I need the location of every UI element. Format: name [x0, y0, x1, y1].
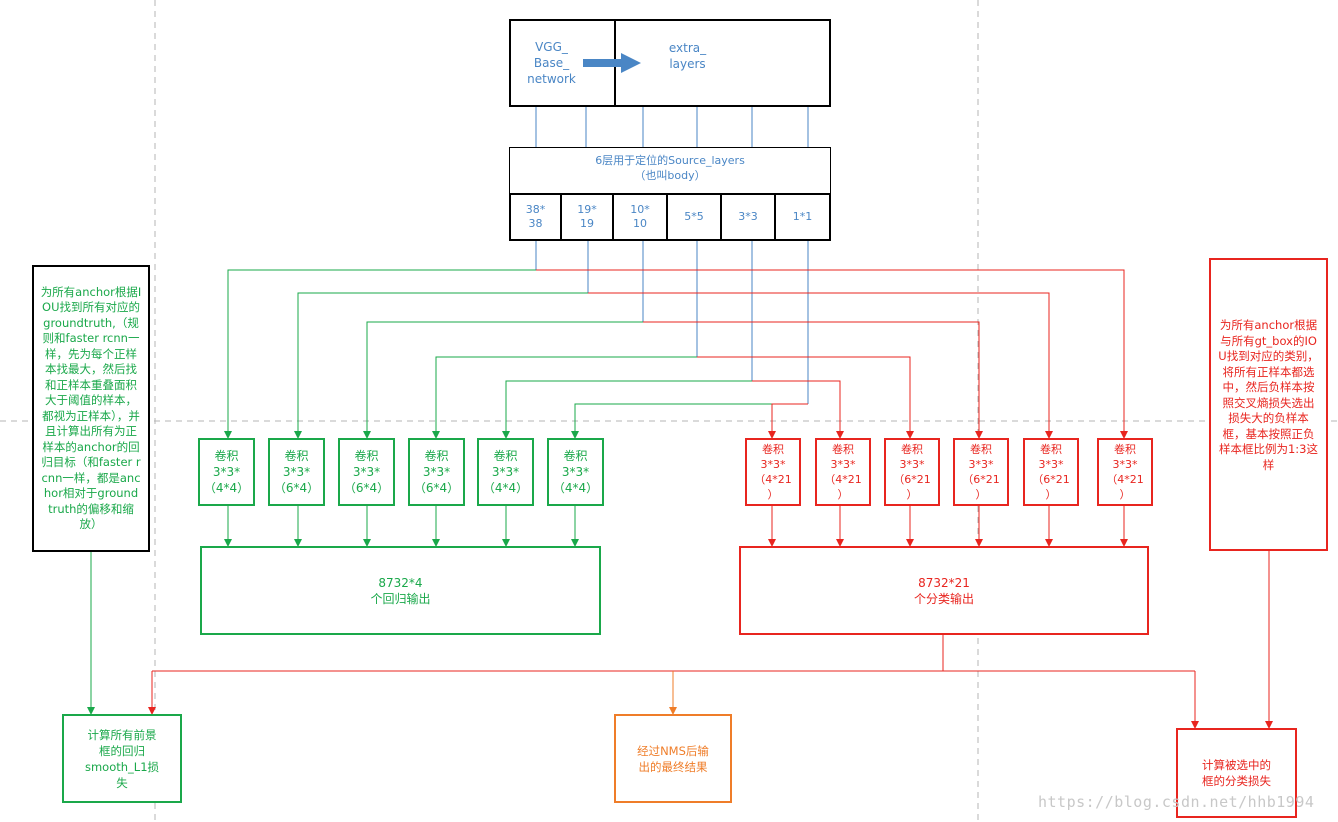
cls-output-bus — [152, 635, 1195, 672]
extra-layers-box: extra_ layers — [614, 19, 831, 107]
classification-loss-box: 计算被选中的 框的分类损失 — [1176, 728, 1297, 818]
cls-conv-box: 卷积 3*3* （4*21 ） — [1097, 438, 1153, 506]
source-layers-title: 6层用于定位的Source_layers （也叫body） — [595, 154, 745, 182]
source-cell: 5*5 — [666, 193, 722, 241]
reg-conv-box: 卷积 3*3* （6*4） — [268, 438, 325, 506]
cls-conv-box: 卷积 3*3* （6*21 ） — [884, 438, 940, 506]
anchor-gt-match-text: 为所有anchor根据IOU找到所有对应的groundtruth,（规则和fas… — [40, 284, 142, 532]
red-conv-arrows — [768, 506, 1128, 547]
anchor-class-match-note: 为所有anchor根据与所有gt_box的IOU找到对应的类别，将所有正样本都选… — [1209, 258, 1328, 551]
cls-conv-box: 卷积 3*3* （4*21 ） — [745, 438, 801, 506]
source-cell: 3*3 — [720, 193, 776, 241]
cls-conv-box: 卷积 3*3* （6*21 ） — [953, 438, 1009, 506]
source-cell: 10* 10 — [612, 193, 668, 241]
green-branches — [224, 269, 808, 439]
classification-output-box: 8732*21 个分类输出 — [739, 546, 1149, 635]
reg-conv-box: 卷积 3*3* （6*4） — [408, 438, 465, 506]
reg-conv-box: 卷积 3*3* （4*4） — [198, 438, 255, 506]
watermark: https://blog.csdn.net/hhb1994 — [1038, 793, 1315, 811]
regression-loss-box: 计算所有前景 框的回归 smooth_L1损 失 — [62, 714, 182, 803]
anchor-class-match-text: 为所有anchor根据与所有gt_box的IOU找到对应的类别，将所有正样本都选… — [1218, 318, 1319, 472]
regression-output-box: 8732*4 个回归输出 — [200, 546, 601, 635]
extra-layers-label: extra_ layers — [668, 41, 707, 71]
right-arrow-icon — [583, 53, 641, 73]
anchor-gt-match-note: 为所有anchor根据IOU找到所有对应的groundtruth,（规则和fas… — [32, 265, 150, 552]
green-conv-arrows — [224, 506, 579, 547]
source-cell: 38* 38 — [509, 193, 562, 241]
cls-conv-box: 卷积 3*3* （4*21 ） — [815, 438, 871, 506]
source-cells-row: 38* 38 19* 19 10* 10 5*5 3*3 1*1 — [509, 193, 835, 241]
cls-conv-box: 卷积 3*3* （6*21 ） — [1023, 438, 1079, 506]
source-cell: 1*1 — [774, 193, 831, 241]
source-cell: 19* 19 — [560, 193, 614, 241]
reg-conv-box: 卷积 3*3* （4*4） — [547, 438, 604, 506]
reg-conv-box: 卷积 3*3* （6*4） — [338, 438, 395, 506]
vgg-base-label: VGG_ Base_ network — [527, 40, 576, 86]
red-branches — [536, 269, 1128, 439]
reg-conv-box: 卷积 3*3* （4*4） — [477, 438, 534, 506]
nms-result-box: 经过NMS后输 出的最终结果 — [614, 714, 732, 803]
source-layers-title-box: 6层用于定位的Source_layers （也叫body） — [509, 147, 831, 194]
